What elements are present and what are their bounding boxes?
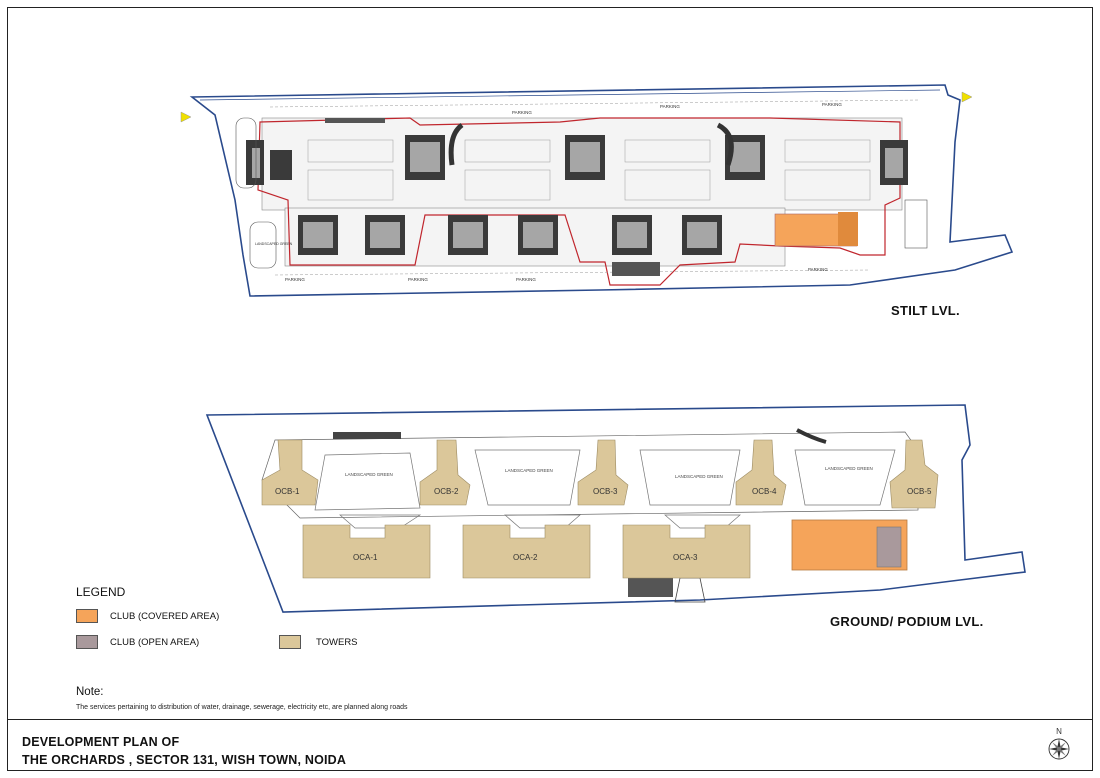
ground-green-label-4: LANDSCAPED GREEN	[825, 466, 873, 471]
north-arrow-icon: N	[1048, 727, 1070, 760]
ground-level-label: GROUND/ PODIUM LVL.	[830, 614, 984, 629]
note-title: Note:	[76, 686, 104, 698]
parking-label-5: PARKING	[408, 277, 428, 282]
legend-title: LEGEND	[76, 585, 126, 599]
tower-ocb-1	[261, 439, 319, 506]
tower-ocb-3	[577, 439, 629, 506]
ground-club-open	[876, 526, 902, 568]
parking-label-2: PARKING	[660, 104, 680, 109]
plan-title-line-2: THE ORCHARDS , SECTOR 131, WISH TOWN, NO…	[22, 753, 347, 767]
tower-label-oca-1: OCA-1	[353, 553, 378, 562]
legend-label-towers: TOWERS	[316, 637, 358, 648]
ground-green-label-1: LANDSCAPED GREEN	[345, 472, 393, 477]
parking-label-3: PARKING	[822, 102, 842, 107]
entry-marker-icon-2	[961, 91, 973, 103]
legend-swatch-towers	[279, 635, 301, 649]
parking-label-7: PARKING	[808, 267, 828, 272]
legend-label-club-covered: CLUB (COVERED AREA)	[110, 611, 220, 622]
landscaped-green-label-1: LANDSCAPED GREEN	[255, 242, 293, 246]
legend-label-club-open: CLUB (OPEN AREA)	[110, 637, 200, 648]
ground-green-label-3: LANDSCAPED GREEN	[675, 474, 723, 479]
plan-title-line-1: DEVELOPMENT PLAN OF	[22, 735, 180, 749]
tower-label-ocb-3: OCB-3	[593, 487, 618, 496]
stilt-site-boundary	[189, 84, 1014, 297]
tower-oca-2	[462, 524, 591, 579]
tower-oca-3	[622, 524, 751, 579]
north-label: N	[1056, 727, 1062, 736]
entry-marker-icon	[180, 111, 192, 123]
stilt-level-plan: PARKING PARKING PARKING PARKING PARKING …	[180, 84, 1014, 297]
tower-label-ocb-1: OCB-1	[275, 487, 300, 496]
ground-green-label-2: LANDSCAPED GREEN	[505, 468, 553, 473]
note-text: The services pertaining to distribution …	[76, 704, 408, 711]
legend-swatch-club-covered	[76, 609, 98, 623]
tower-ocb-5	[889, 439, 939, 509]
tower-label-ocb-4: OCB-4	[752, 487, 777, 496]
tower-label-oca-2: OCA-2	[513, 553, 538, 562]
parking-label-6: PARKING	[516, 277, 536, 282]
drawing-frame	[7, 7, 1093, 771]
title-block-divider	[7, 719, 1093, 720]
tower-ocb-4	[735, 439, 787, 506]
stilt-red-outline	[257, 117, 901, 286]
stilt-level-label: STILT LVL.	[891, 303, 960, 318]
tower-label-ocb-2: OCB-2	[434, 487, 459, 496]
tower-label-oca-3: OCA-3	[673, 553, 698, 562]
parking-label-1: PARKING	[512, 110, 532, 115]
ground-level-plan: OCB-1 OCB-2 OCB-3 OCB-4 OCB-5 OCA-1 OCA-…	[205, 404, 1026, 613]
tower-label-ocb-5: OCB-5	[907, 487, 932, 496]
tower-ocb-2	[419, 439, 471, 506]
tower-oca-1	[302, 524, 431, 579]
ground-site-boundary	[205, 404, 1026, 613]
legend-swatch-club-open	[76, 635, 98, 649]
parking-label-4: PARKING	[285, 277, 305, 282]
